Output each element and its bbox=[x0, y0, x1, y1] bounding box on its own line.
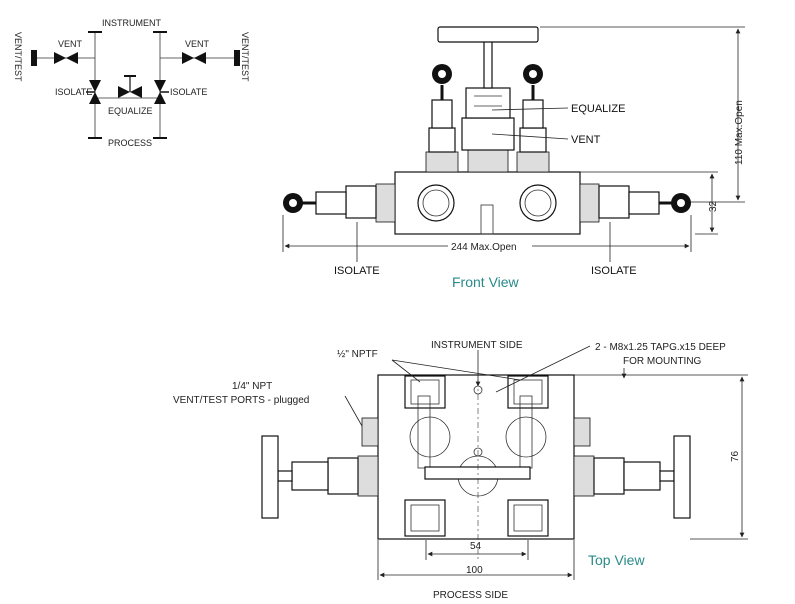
front-vent-label: VENT bbox=[571, 134, 601, 146]
top-npt-quarter-line2-label: VENT/TEST PORTS - plugged bbox=[173, 395, 309, 406]
front-right-isolate-valve bbox=[579, 183, 691, 223]
front-equalize-label: EQUALIZE bbox=[571, 103, 625, 115]
front-left-vent-stem bbox=[425, 64, 459, 173]
vent-valve-right-icon bbox=[182, 52, 206, 64]
vent-valve-left-icon bbox=[54, 52, 78, 64]
front-view-drawing: EQUALIZE VENT ISOLATE ISOLATE 244 Max.Op… bbox=[282, 26, 745, 290]
top-npt-half-label: ½" NPTF bbox=[337, 349, 378, 360]
top-view-title: Top View bbox=[588, 552, 645, 568]
front-center-stem bbox=[437, 26, 539, 173]
front-dim-width-label: 244 Max.Open bbox=[451, 242, 517, 253]
schematic-vent-left-label: VENT bbox=[58, 39, 83, 49]
top-npt-quarter-line1-label: 1/4" NPT bbox=[232, 381, 272, 392]
schematic-vent-right-label: VENT bbox=[185, 39, 210, 49]
front-isolate-right-label: ISOLATE bbox=[591, 265, 637, 277]
top-left-isolate-valve bbox=[261, 435, 379, 519]
schematic-process-label: PROCESS bbox=[108, 138, 152, 148]
front-dim-height-label: 110 Max.Open bbox=[734, 100, 745, 165]
top-dim-100-label: 100 bbox=[466, 565, 483, 576]
front-right-vent-stem bbox=[516, 64, 550, 173]
top-right-handle bbox=[673, 435, 691, 519]
front-left-isolate-valve bbox=[283, 183, 396, 223]
schematic-instrument-label: INSTRUMENT bbox=[102, 18, 161, 28]
top-process-side-label: PROCESS SIDE bbox=[433, 590, 508, 601]
top-right-isolate-valve bbox=[573, 435, 691, 519]
front-view-title: Front View bbox=[452, 274, 520, 290]
top-dim-76-label: 76 bbox=[730, 450, 741, 462]
schematic-vent-test-left-label: VENT/TEST bbox=[13, 32, 23, 82]
schematic-equalize-label: EQUALIZE bbox=[108, 106, 153, 116]
schematic-vent-test-right-label: VENT/TEST bbox=[240, 32, 250, 82]
front-tee-handle bbox=[437, 26, 539, 43]
top-left-handle bbox=[261, 435, 279, 519]
top-mounting-line1-label: 2 - M8x1.25 TAPG.x15 DEEP bbox=[595, 342, 726, 353]
front-isolate-left-label: ISOLATE bbox=[334, 265, 380, 277]
top-mounting-line2-label: FOR MOUNTING bbox=[623, 356, 702, 367]
front-dim-32-label: 32 bbox=[708, 200, 719, 212]
schematic-isolate-left-label: ISOLATE bbox=[55, 87, 92, 97]
top-dim-54-label: 54 bbox=[470, 541, 482, 552]
valve-schematic: INSTRUMENT PROCESS VENT VENT ISOLATE ISO… bbox=[13, 18, 250, 148]
top-view-drawing: ½" NPTF INSTRUMENT SIDE 2 - M8x1.25 TAPG… bbox=[173, 340, 748, 601]
schematic-isolate-right-label: ISOLATE bbox=[170, 87, 207, 97]
top-instrument-side-label: INSTRUMENT SIDE bbox=[431, 340, 523, 351]
